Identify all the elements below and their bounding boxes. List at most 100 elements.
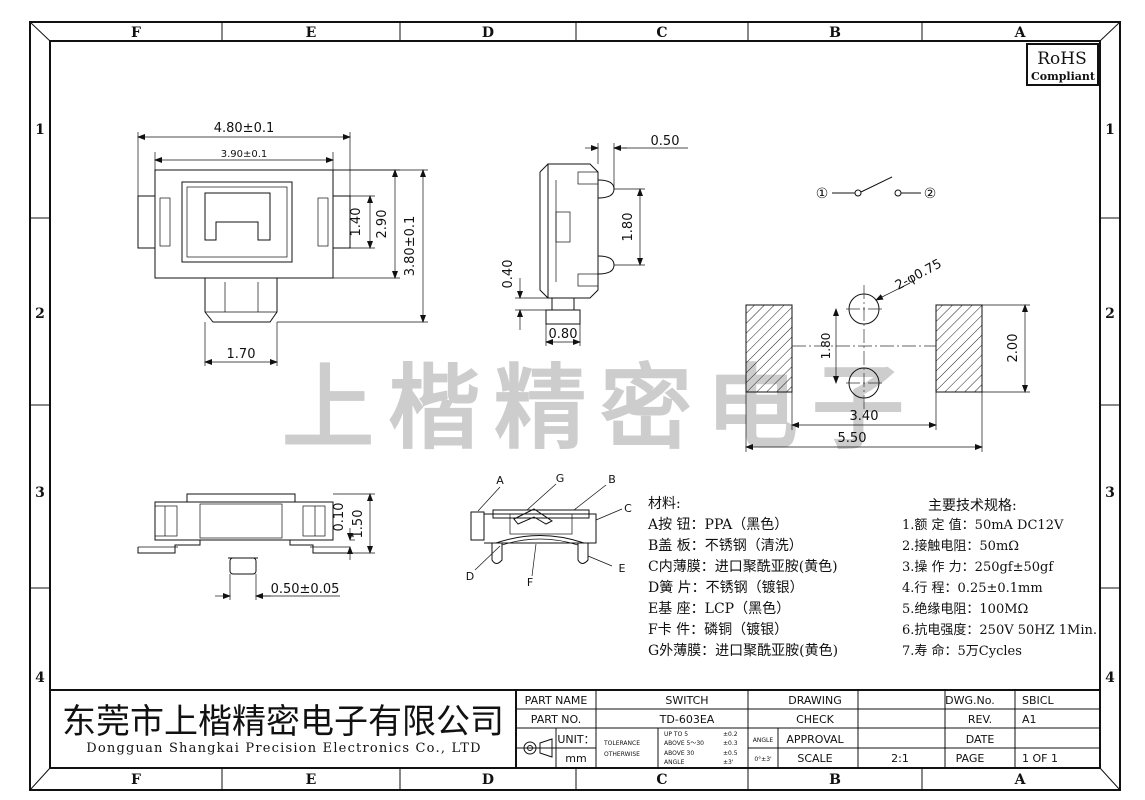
dim-outer-width: 5.50 <box>838 431 867 446</box>
zone-col-top-5: B <box>829 25 841 41</box>
dim-body-height: 2.90 <box>375 210 390 239</box>
section-label-g: G <box>556 472 565 485</box>
dim-button-height: 1.40 <box>349 208 364 237</box>
dim-hole: 2-φ0.75 <box>893 257 945 294</box>
dim-bottom-lead: 0.50±0.05 <box>271 582 340 597</box>
title-block: 东莞市上楷精密电子有限公司 Dongguan Shangkai Precisio… <box>50 689 1100 768</box>
dim-width-inner: 3.90±0.1 <box>221 149 268 160</box>
materials-title: 材料: <box>648 496 681 512</box>
zone-row-left-3: 3 <box>35 485 45 501</box>
materials-item: F卡 件：磷铜（镀银） <box>648 621 788 638</box>
page-value: 1 OF 1 <box>1022 752 1058 765</box>
dwg-no-value: SBICL <box>1022 694 1054 707</box>
part-name-label: PART NAME <box>525 694 588 707</box>
materials-list: 材料: A按 钮：PPA（黑色） B盖 板：不锈钢（清洗） C内薄膜：进口聚酰亚… <box>647 496 838 659</box>
tol-row3-value: ±0.5 <box>723 750 738 757</box>
unit-value: mm <box>565 752 586 765</box>
rev-label: REV. <box>968 713 992 726</box>
zone-col-bottom-2: E <box>306 772 317 788</box>
materials-item: B盖 板：不锈钢（清洗） <box>648 538 803 554</box>
specs-item: 6.抗电强度：250V 50HZ 1Min. <box>902 622 1097 638</box>
zone-row-right-3: 3 <box>1105 485 1115 501</box>
cross-section: A G B C D F E <box>466 472 632 589</box>
part-no-value: TD-603EA <box>659 713 715 726</box>
specs-item: 7.寿 命：5万Cycles <box>902 643 1022 659</box>
specs-item: 3.操 作 力：250gf±50gf <box>902 559 1054 575</box>
bottom-view: 1.50 0.10 0.50±0.05 <box>137 493 375 600</box>
date-label: DATE <box>966 733 995 746</box>
zone-col-top-3: D <box>482 25 494 41</box>
projection-symbol-icon <box>521 738 553 758</box>
angle-label: ANGLE <box>753 737 774 744</box>
company-name-cn: 东莞市上楷精密电子有限公司 <box>62 702 504 742</box>
tol-row4-range: ANGLE <box>664 759 685 766</box>
zone-col-bottom-4: C <box>656 772 667 788</box>
specs-item: 1.额 定 值：50mA DC12V <box>902 517 1064 533</box>
tol-row1-value: ±0.2 <box>723 731 738 738</box>
tol-row2-range: ABOVE 5～30 <box>664 740 704 747</box>
pcb-footprint: 2-φ0.75 1.80 2.00 3.40 5.50 <box>745 257 1030 452</box>
pin1-label: ① <box>816 186 829 202</box>
dim-total-height: 3.80±0.1 <box>403 216 418 277</box>
zone-row-right-4: 4 <box>1105 670 1115 686</box>
dim-inner-width: 3.40 <box>850 409 879 424</box>
zone-col-bottom-6: A <box>1014 772 1027 788</box>
section-label-a: A <box>496 474 504 487</box>
dim-bottom-total: 1.50 <box>351 510 366 539</box>
tol-row1-range: UP TO 5 <box>664 731 688 738</box>
zone-row-left-2: 2 <box>35 306 45 322</box>
tol-row3-range: ABOVE 30 <box>664 750 694 757</box>
unit-label: UNIT： <box>557 733 594 746</box>
materials-item: G外薄膜：进口聚酰亚胺(黄色) <box>648 642 838 659</box>
zone-row-left-1: 1 <box>35 122 45 138</box>
approval-label: APPROVAL <box>786 733 844 746</box>
materials-item: C内薄膜：进口聚酰亚胺(黄色) <box>648 558 838 575</box>
tol-row2-value: ±0.3 <box>723 740 738 747</box>
zone-col-top-2: E <box>306 25 317 41</box>
part-no-label: PART NO. <box>531 713 581 726</box>
rev-value: A1 <box>1022 713 1037 726</box>
materials-item: E基 座：LCP（黑色） <box>648 600 790 617</box>
scale-label: SCALE <box>797 752 832 765</box>
tolerance-otherwise-label: OTHERWISE <box>604 751 640 758</box>
specs-title: 主要技术规格: <box>928 498 1017 514</box>
dwg-no-label: DWG.No. <box>945 694 995 707</box>
pin2-label: ② <box>924 186 937 202</box>
zone-col-top-6: A <box>1014 25 1027 41</box>
dim-side-3: 0.40 <box>501 260 516 289</box>
dim-lead-width: 1.70 <box>227 347 256 362</box>
specs-item: 2.接触电阻：50mΩ <box>902 538 1019 554</box>
section-label-d: D <box>466 570 474 583</box>
zone-col-top-1: F <box>131 25 141 41</box>
zone-row-right-2: 2 <box>1105 306 1115 322</box>
watermark: 上楷精密电子 <box>282 354 918 462</box>
page-label: PAGE <box>956 752 985 765</box>
specs-list: 主要技术规格: 1.额 定 值：50mA DC12V 2.接触电阻：50mΩ 3… <box>902 498 1097 659</box>
specs-item: 5.绝缘电阻：100MΩ <box>902 601 1028 617</box>
dim-pad-height: 2.00 <box>1006 334 1021 363</box>
scale-value: 2:1 <box>891 752 909 765</box>
rohs-compliant-text: Compliant <box>1031 70 1096 83</box>
dim-side-2: 1.80 <box>621 213 636 242</box>
section-label-f: F <box>527 576 533 589</box>
zone-col-bottom-3: D <box>482 772 494 788</box>
zone-row-right-1: 1 <box>1105 122 1115 138</box>
front-view: 4.80±0.1 3.90±0.1 1.40 2.90 3.80±0.1 1.7… <box>137 121 428 366</box>
section-label-b: B <box>608 473 616 486</box>
tolerance-label: TOLERANCE <box>603 740 640 747</box>
drawing-frame: F E D C B A F E D C B A 1 2 3 4 1 2 3 4 <box>29 21 1121 791</box>
materials-item: D簧 片：不锈钢（镀银） <box>648 579 804 596</box>
side-view: 0.50 1.80 0.40 0.80 <box>501 134 688 346</box>
dim-side-1: 0.50 <box>651 134 680 149</box>
section-label-c: C <box>624 502 632 515</box>
rohs-badge: RoHS Compliant <box>1026 43 1099 86</box>
zone-row-left-4: 4 <box>35 670 45 686</box>
dim-bottom-gap: 0.10 <box>332 503 347 532</box>
section-label-e: E <box>619 562 626 575</box>
dim-side-4: 0.80 <box>549 327 578 342</box>
drawing-label: DRAWING <box>788 694 841 707</box>
specs-item: 4.行 程：0.25±0.1mm <box>902 581 1043 596</box>
check-label: CHECK <box>796 713 835 726</box>
rohs-text: RoHS <box>1037 49 1087 69</box>
